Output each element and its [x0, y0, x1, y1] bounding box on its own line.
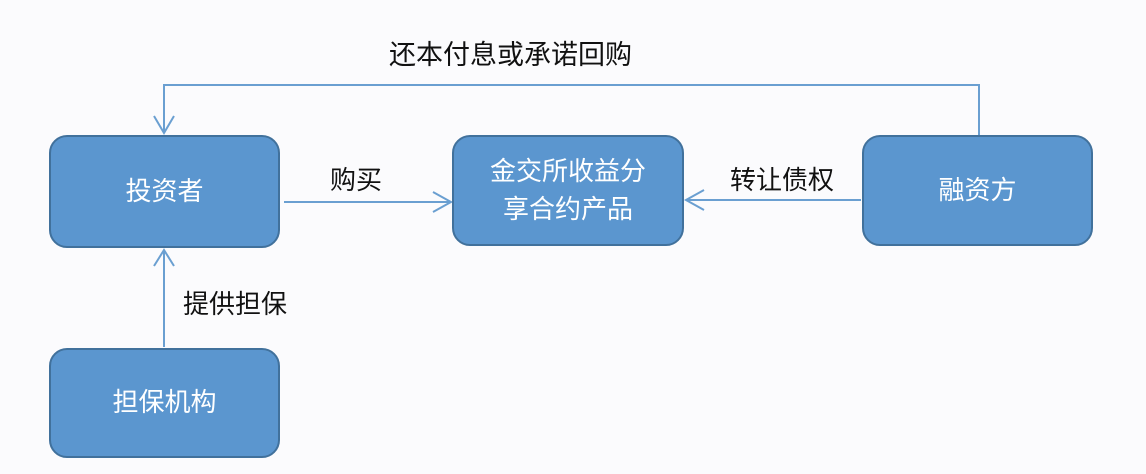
guarantor-label: 担保机构 [112, 388, 217, 418]
guarantor-node: 担保机构 [49, 348, 280, 458]
financier-node: 融资方 [862, 135, 1093, 246]
financier-label: 融资方 [938, 175, 1017, 206]
repay-arrow [163, 84, 980, 135]
transfer-label: 转让债权 [730, 166, 835, 196]
product-label-line2: 享合约产品 [502, 194, 633, 225]
purchase-label: 购买 [330, 166, 383, 196]
product-label-line1: 金交所收益分 [489, 156, 646, 187]
repay-label: 还本付息或承诺回购 [389, 40, 632, 71]
investor-label: 投资者 [125, 176, 204, 207]
investor-node: 投资者 [49, 135, 280, 248]
guarantee-label: 提供担保 [183, 290, 288, 320]
product-node: 金交所收益分 享合约产品 [452, 135, 684, 246]
